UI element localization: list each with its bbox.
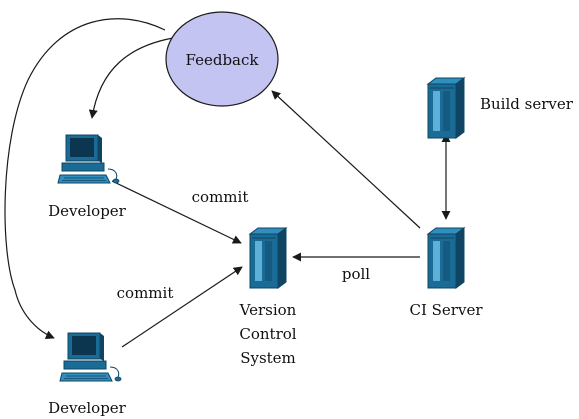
vcs-label-line-2: Control <box>239 325 296 343</box>
commit-top-label: commit <box>192 188 249 206</box>
feedback-label: Feedback <box>186 51 260 69</box>
feedback-ellipse <box>165 11 279 107</box>
edges <box>4 18 451 348</box>
commit-bottom-label: commit <box>117 284 174 302</box>
feedback-to-developer-bottom-arrow <box>4 18 166 339</box>
developer-top-label: Developer <box>48 202 127 220</box>
vcs-label-line-3: System <box>240 349 296 367</box>
vcs-label-line-1: Version <box>239 301 297 319</box>
developer-bottom-label: Developer <box>48 399 127 417</box>
commit-bottom-arrow <box>121 266 243 348</box>
build-server-node: Build server <box>427 77 574 139</box>
ci-server-label: CI Server <box>409 301 483 319</box>
developer-top-node: Developer <box>48 134 127 220</box>
poll-label: poll <box>342 265 370 283</box>
ci-to-feedback-arrow <box>271 90 421 229</box>
developer-bottom-node: Developer <box>48 332 127 417</box>
build-server-label: Build server <box>480 95 574 113</box>
feedback-node: Feedback <box>165 11 279 107</box>
server-tower-icon <box>427 227 465 289</box>
server-tower-icon <box>249 227 287 289</box>
vcs-node: Version Control System <box>239 227 297 367</box>
desktop-computer-icon <box>57 134 120 184</box>
commit-top-arrow <box>111 180 242 244</box>
server-tower-icon <box>427 77 465 139</box>
ci-server-node: CI Server <box>409 227 483 319</box>
desktop-computer-icon <box>59 332 122 382</box>
feedback-to-developer-top-arrow <box>88 37 174 119</box>
